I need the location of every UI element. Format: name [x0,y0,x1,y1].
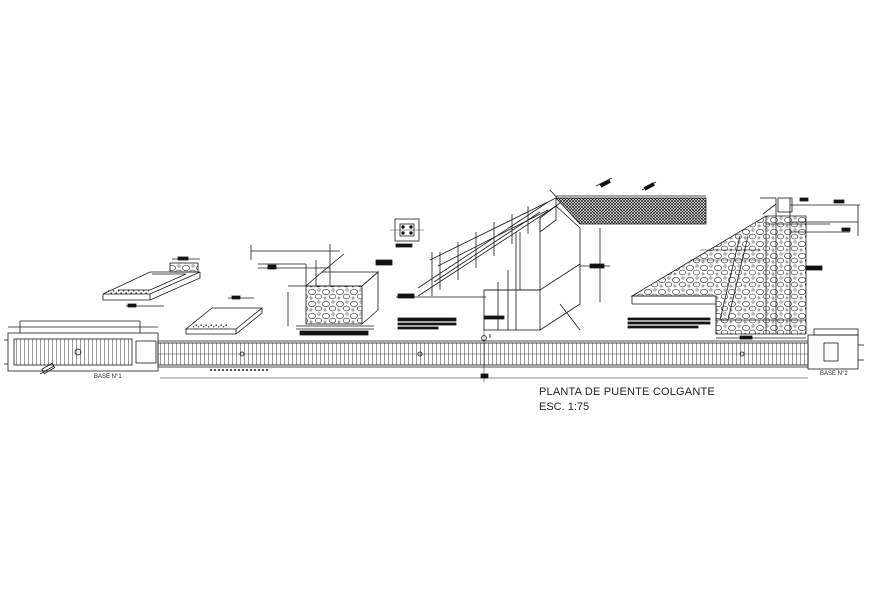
anchor-block-rock [250,244,393,336]
anchor-slope-rock [627,197,860,340]
drawing-scale: ESC. 1:75 [539,401,590,413]
bridge-deck-plan [4,320,864,382]
drawing-title: PLANTA DE PUENTE COLGANTE [539,386,715,398]
footing-detail-2 [184,295,264,335]
base-1-label: BASE N°1 [94,374,122,380]
base-2-label: BASE N°2 [820,371,848,377]
footing-detail-1 [102,256,201,308]
section-detail-small [390,218,424,248]
tower-stair-detail [396,177,707,338]
